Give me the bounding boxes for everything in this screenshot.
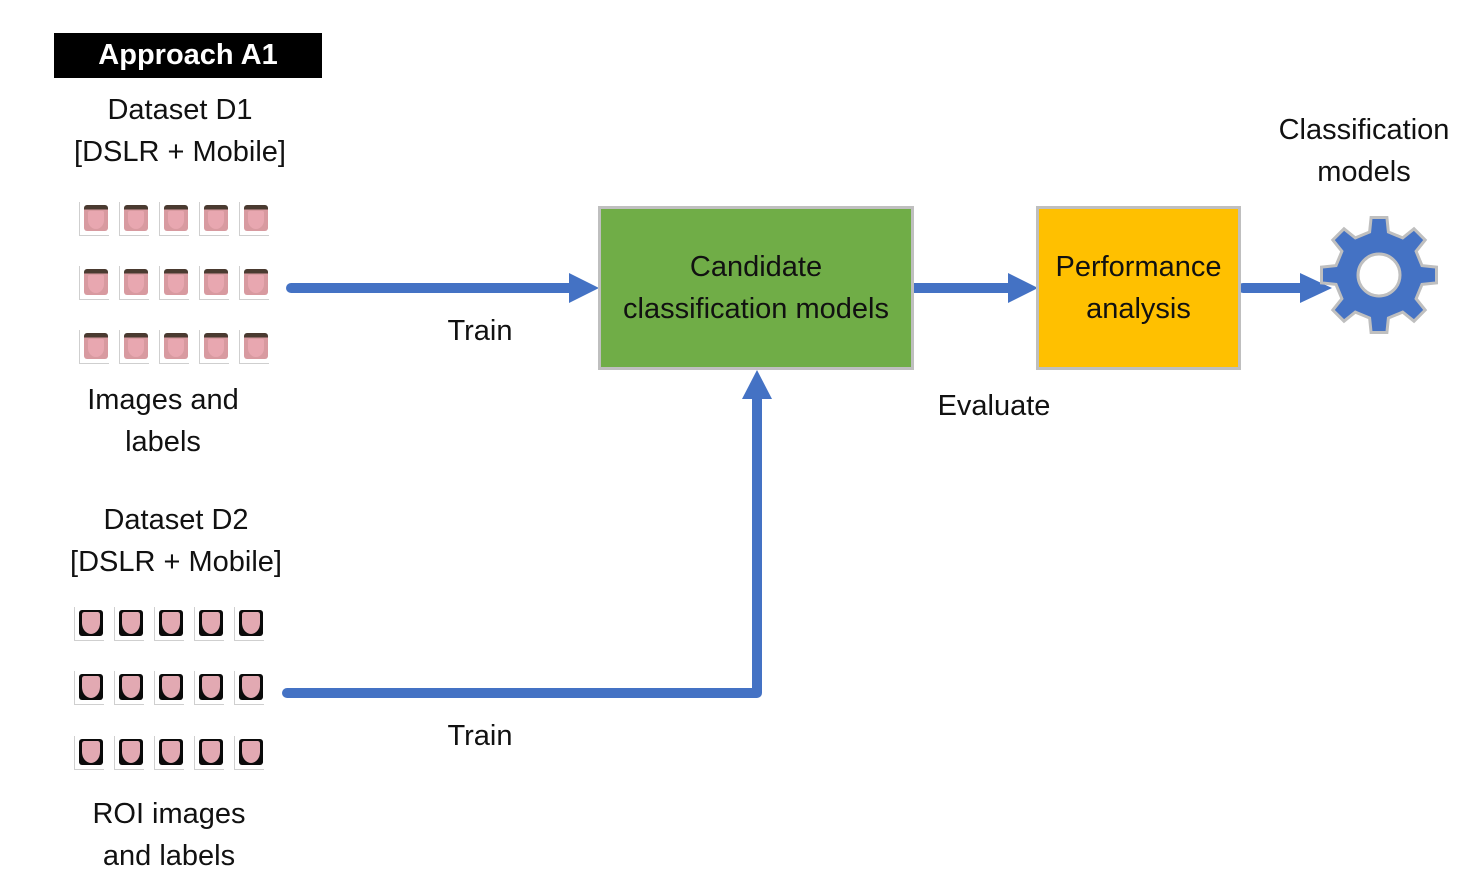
tongue-image	[159, 674, 183, 700]
tongue-roi-photo-thumbnail	[194, 607, 224, 641]
tongue-image	[84, 205, 108, 231]
train-arrow-d1	[286, 273, 599, 303]
tongue-photo-thumbnail	[199, 266, 229, 300]
tongue-roi-photo-thumbnail	[74, 607, 104, 641]
tongue-photo-thumbnail	[119, 266, 149, 300]
output-label-line1: Classification	[1278, 114, 1450, 146]
tongue-photo-thumbnail	[159, 266, 189, 300]
dataset-d1-caption-line2: labels	[125, 426, 201, 458]
tongue-image	[159, 610, 183, 636]
tongue-image	[79, 739, 103, 765]
tongue-photo-thumbnail	[239, 330, 269, 364]
tongue-image	[199, 674, 223, 700]
tongue-image	[239, 739, 263, 765]
tongue-photo-thumbnail	[239, 202, 269, 236]
output-arrow	[1238, 273, 1332, 303]
candidate-models-box: Candidate classification models	[598, 206, 914, 370]
tongue-photo-thumbnail	[199, 330, 229, 364]
tongue-image	[244, 269, 268, 295]
candidate-models-line2: classification models	[623, 293, 889, 325]
tongue-image	[164, 333, 188, 359]
tongue-image	[84, 269, 108, 295]
tongue-image	[204, 205, 228, 231]
tongue-image	[164, 205, 188, 231]
tongue-roi-photo-thumbnail	[234, 671, 264, 705]
dataset-d2-source: [DSLR + Mobile]	[70, 546, 282, 578]
tongue-roi-photo-thumbnail	[194, 671, 224, 705]
train-label-d2: Train	[447, 720, 513, 752]
evaluate-label: Evaluate	[937, 390, 1051, 422]
candidate-models-line1: Candidate	[689, 251, 823, 283]
tongue-image	[199, 739, 223, 765]
tongue-photo-thumbnail	[79, 330, 109, 364]
train-arrow-d2	[282, 370, 772, 698]
tongue-image	[244, 205, 268, 231]
tongue-image	[119, 610, 143, 636]
tongue-photo-thumbnail	[159, 330, 189, 364]
tongue-image	[124, 205, 148, 231]
tongue-image	[159, 739, 183, 765]
tongue-roi-photo-thumbnail	[114, 671, 144, 705]
tongue-photo-thumbnail	[79, 266, 109, 300]
tongue-photo-thumbnail	[119, 330, 149, 364]
tongue-photo-thumbnail	[119, 202, 149, 236]
tongue-roi-photo-thumbnail	[154, 736, 184, 770]
dataset-d1-name: Dataset D1	[107, 94, 253, 126]
tongue-roi-photo-thumbnail	[114, 736, 144, 770]
dataset-d1-caption-line1: Images and	[87, 384, 239, 416]
gear-icon	[1320, 216, 1438, 334]
tongue-image	[164, 269, 188, 295]
tongue-image	[119, 674, 143, 700]
tongue-roi-photo-thumbnail	[234, 607, 264, 641]
tongue-image	[124, 269, 148, 295]
performance-analysis-line1: Performance	[1055, 251, 1222, 283]
dataset-d2-name: Dataset D2	[103, 504, 249, 536]
tongue-image	[79, 610, 103, 636]
tongue-image	[84, 333, 108, 359]
tongue-roi-photo-thumbnail	[234, 736, 264, 770]
performance-analysis-line2: analysis	[1086, 293, 1191, 325]
tongue-image	[204, 269, 228, 295]
approach-title: Approach A1	[54, 33, 322, 78]
train-label-d1: Train	[447, 315, 513, 347]
tongue-roi-photo-thumbnail	[114, 607, 144, 641]
tongue-roi-photo-thumbnail	[74, 671, 104, 705]
tongue-photo-thumbnail	[199, 202, 229, 236]
dataset-d2-caption-line1: ROI images	[92, 798, 246, 830]
dataset-d2-caption-line2: and labels	[102, 840, 236, 872]
dataset-d1-source: [DSLR + Mobile]	[74, 136, 286, 168]
tongue-photo-thumbnail	[159, 202, 189, 236]
tongue-image	[204, 333, 228, 359]
tongue-roi-photo-thumbnail	[194, 736, 224, 770]
performance-analysis-box: Performance analysis	[1036, 206, 1241, 370]
evaluate-arrow	[908, 273, 1038, 303]
tongue-roi-photo-thumbnail	[154, 671, 184, 705]
tongue-image	[119, 739, 143, 765]
output-label-line2: models	[1317, 156, 1411, 188]
tongue-image	[239, 674, 263, 700]
tongue-image	[79, 674, 103, 700]
tongue-image	[199, 610, 223, 636]
tongue-photo-thumbnail	[239, 266, 269, 300]
tongue-image	[244, 333, 268, 359]
tongue-roi-photo-thumbnail	[74, 736, 104, 770]
tongue-roi-photo-thumbnail	[154, 607, 184, 641]
tongue-image	[239, 610, 263, 636]
tongue-image	[124, 333, 148, 359]
tongue-photo-thumbnail	[79, 202, 109, 236]
